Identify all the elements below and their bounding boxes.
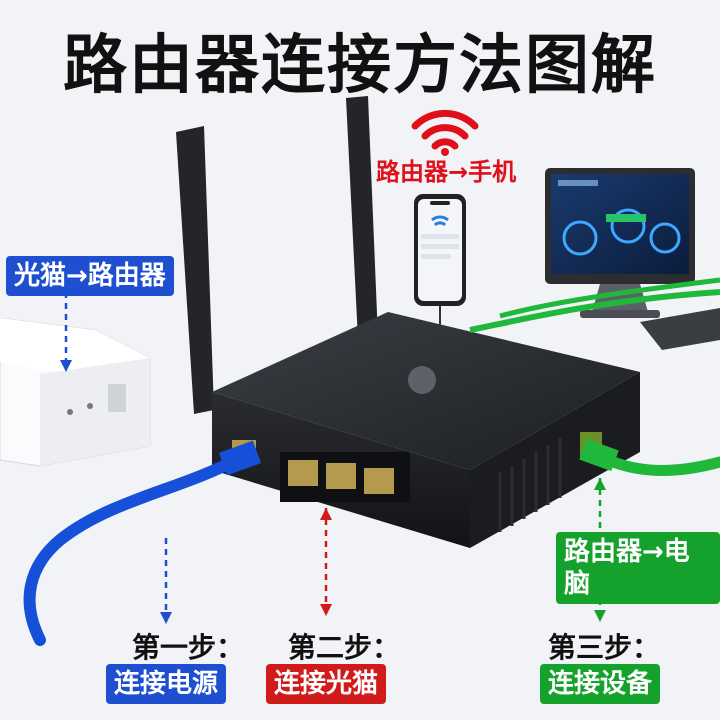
step-2-title: 第二步： bbox=[288, 631, 401, 664]
keyboard-image bbox=[640, 308, 720, 350]
step-1-action: 连接电源 bbox=[106, 664, 227, 704]
router-to-phone-label: 路由器→手机 bbox=[376, 158, 517, 186]
step-1-title: 第一步： bbox=[132, 631, 245, 664]
page-title: 路由器连接方法图解 bbox=[63, 29, 657, 103]
step-3-title: 第三步： bbox=[548, 631, 661, 664]
step-3-action: 连接设备 bbox=[540, 664, 661, 704]
modem-to-router-label: 光猫→路由器 bbox=[6, 256, 174, 296]
wifi-icon bbox=[411, 109, 479, 156]
step-2-action: 连接光猫 bbox=[266, 664, 387, 704]
router-to-pc-label: 路由器→电脑 bbox=[556, 532, 720, 604]
router-image bbox=[212, 312, 640, 548]
phone-image bbox=[414, 194, 466, 306]
modem-image bbox=[0, 317, 151, 467]
